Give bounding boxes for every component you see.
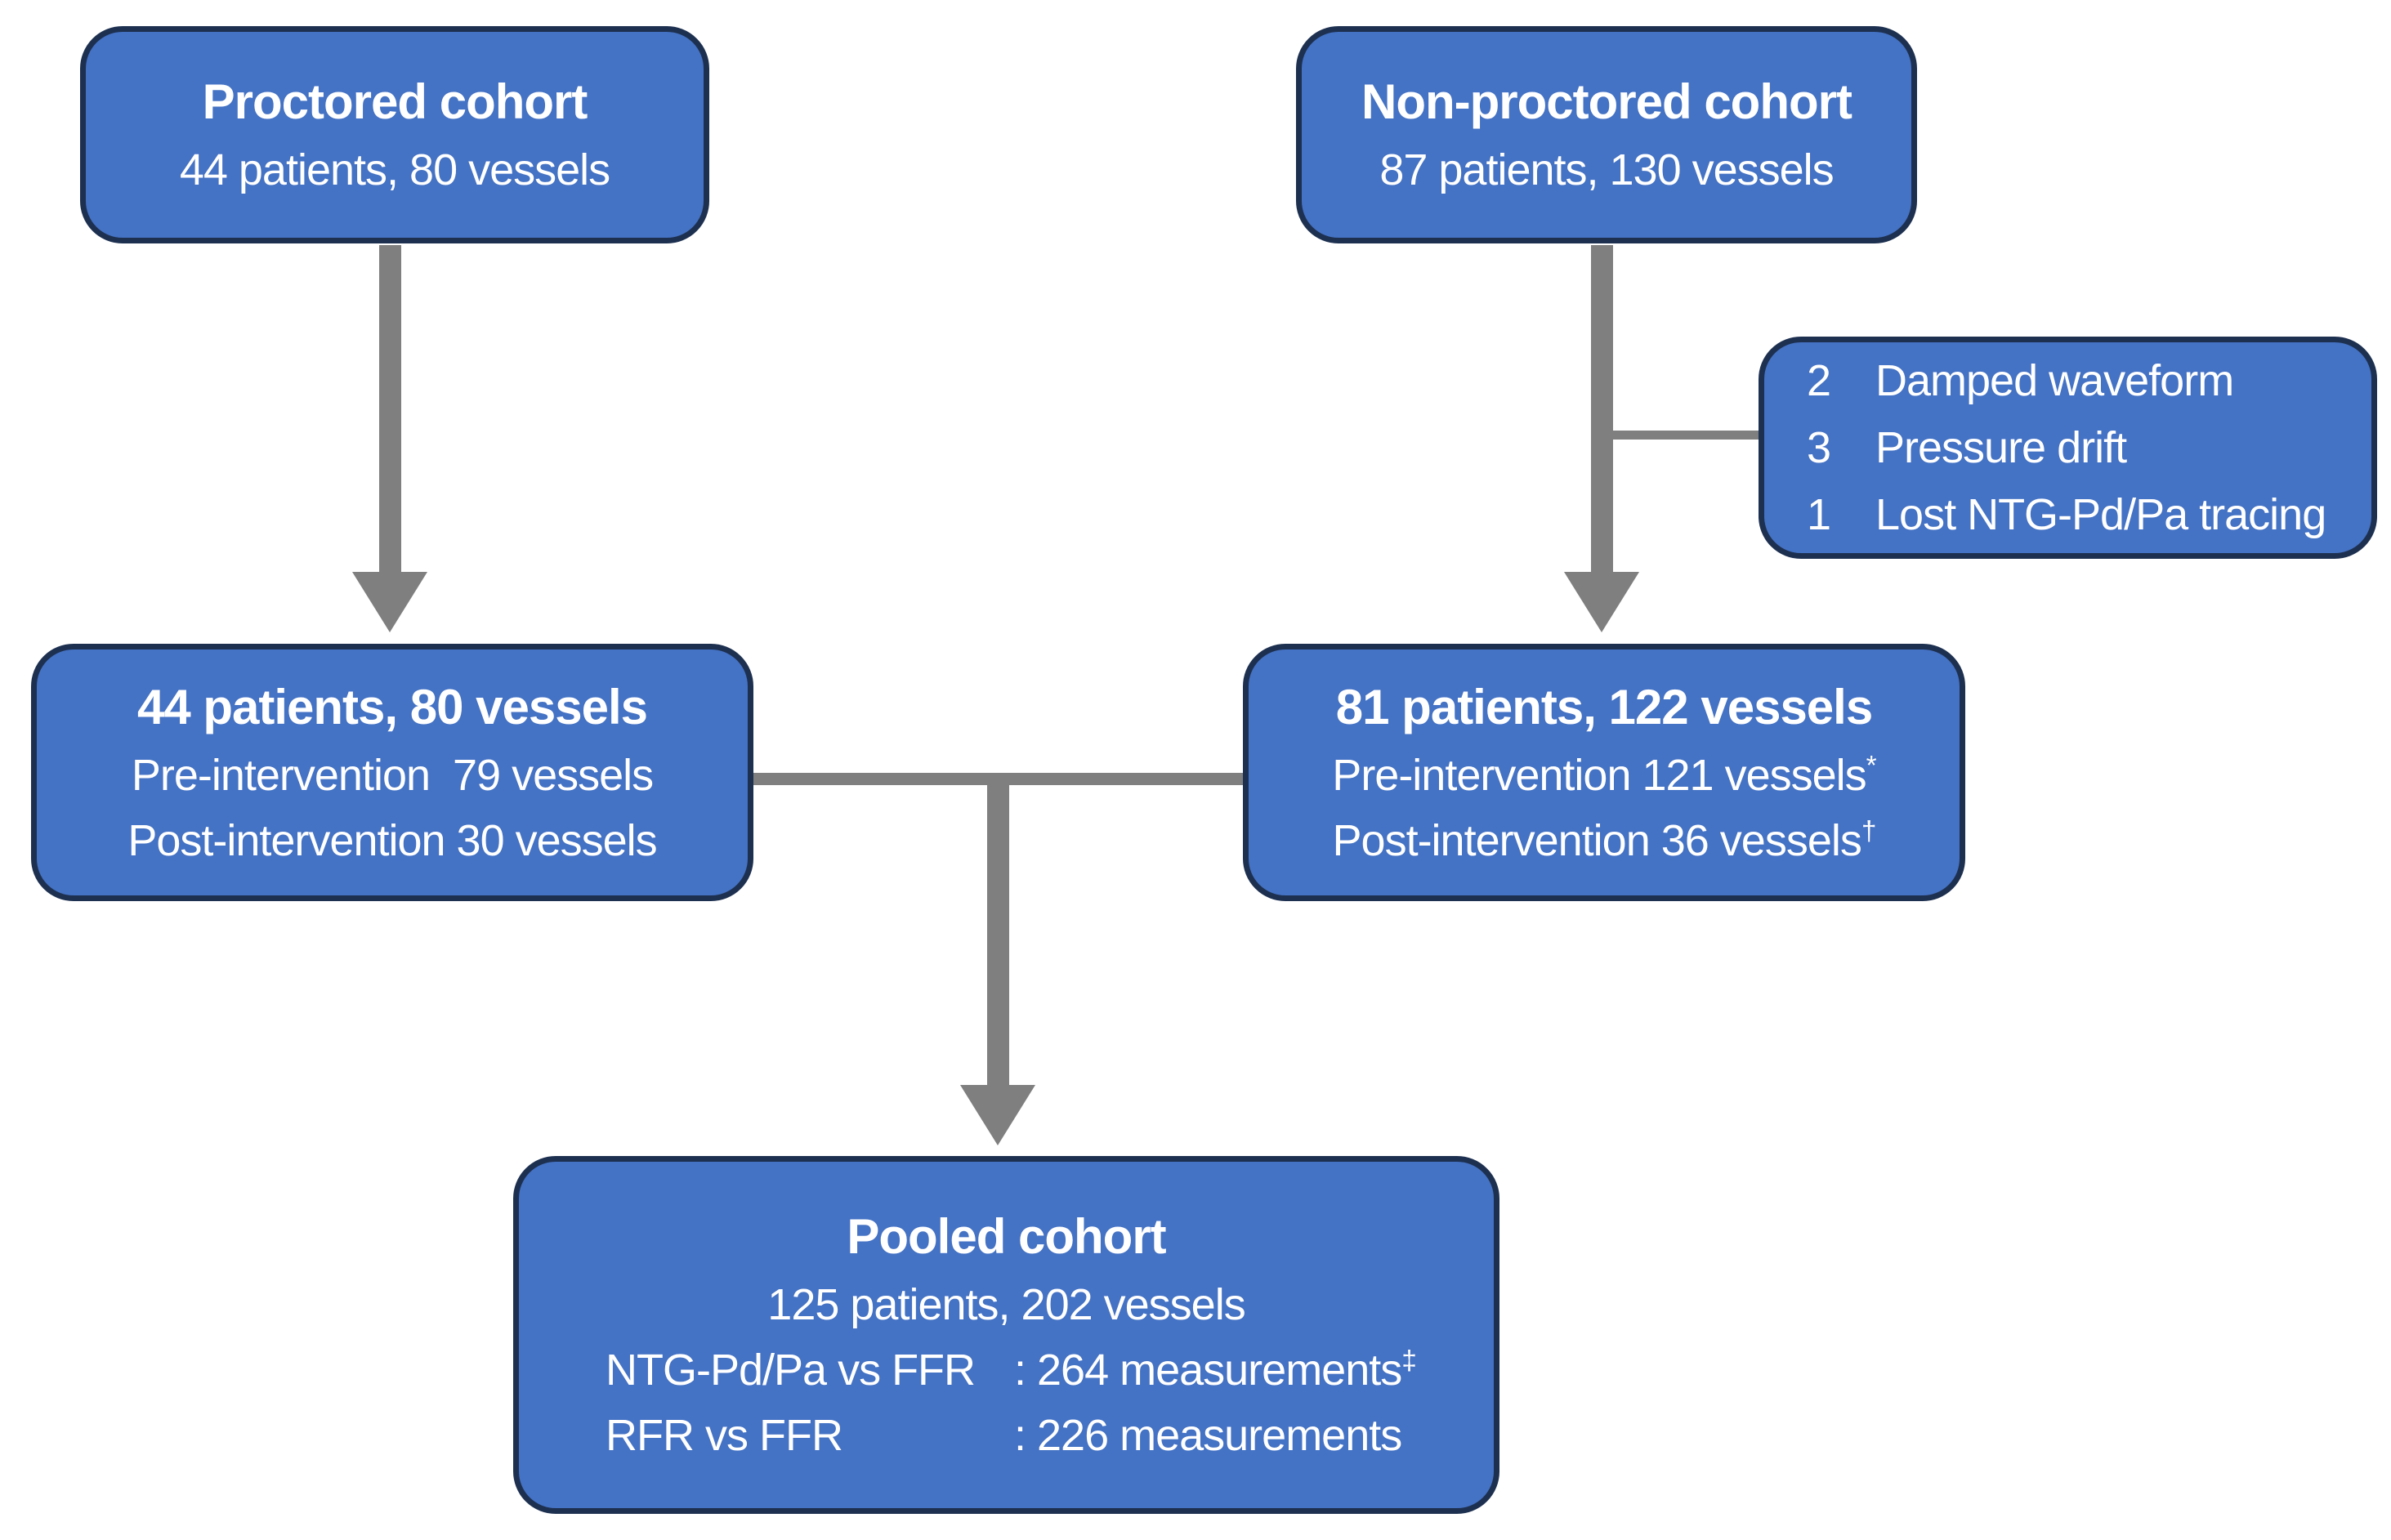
exclusion-count: 1 <box>1807 490 1831 539</box>
exclusions-list: 2 Damped waveform 3 Pressure drift 1 Los… <box>1764 347 2371 548</box>
measurement-label: RFR vs FFR <box>606 1411 843 1460</box>
exclusion-label: Lost NTG-Pd/Pa tracing <box>1875 490 2326 539</box>
row-footnote-mark: * <box>1866 750 1877 781</box>
box-pooled-cohort: Pooled cohort 125 patients, 202 vessels … <box>513 1156 1499 1514</box>
pooled-measurement-row: RFR vs FFR : 226 measurements <box>606 1403 1407 1468</box>
exclusion-row: 2 Damped waveform <box>1807 347 2234 414</box>
box-proctored-analyzed: 44 patients, 80 vessels Pre-intervention… <box>31 644 753 901</box>
pooled-cohort-title: Pooled cohort <box>847 1209 1166 1264</box>
box-non-proctored-cohort: Non-proctored cohort 87 patients, 130 ve… <box>1296 26 1917 243</box>
exclusion-label: Damped waveform <box>1875 356 2234 405</box>
non-proctored-down-arrow-shaft <box>1591 245 1613 574</box>
non-proctored-cohort-subtitle: 87 patients, 130 vessels <box>1379 145 1834 194</box>
non-proctored-cohort-title: Non-proctored cohort <box>1361 74 1852 129</box>
non-proctored-analyzed-row: Pre-intervention 121 vessels* <box>1332 743 1877 808</box>
row-text: Pre-intervention 121 vessels <box>1332 750 1866 800</box>
pooled-measurement-row: NTG-Pd/Pa vs FFR : 264 measurements‡ <box>606 1337 1417 1403</box>
proctored-analyzed-row: Post-intervention 30 vessels <box>127 808 657 873</box>
measurement-value-text: : 264 measurements <box>1014 1346 1402 1395</box>
exclusion-label: Pressure drift <box>1875 423 2127 472</box>
pooled-down-arrow-shaft <box>987 773 1009 1087</box>
proctored-analyzed-title: 44 patients, 80 vessels <box>136 679 648 734</box>
non-proctored-down-arrow-head-icon <box>1564 572 1639 632</box>
non-proctored-analyzed-row: Post-intervention 36 vessels† <box>1332 808 1877 873</box>
box-proctored-cohort: Proctored cohort 44 patients, 80 vessels <box>80 26 709 243</box>
measurement-value-text: : 226 measurements <box>1014 1411 1402 1460</box>
pooled-cohort-subtitle: 125 patients, 202 vessels <box>767 1280 1245 1329</box>
exclusions-branch-line <box>1602 431 1759 440</box>
pooled-down-arrow-head-icon <box>960 1085 1035 1145</box>
proctored-analyzed-row: Pre-intervention 79 vessels <box>131 743 654 808</box>
exclusion-row: 1 Lost NTG-Pd/Pa tracing <box>1807 481 2326 548</box>
proctored-down-arrow-shaft <box>379 245 401 574</box>
pooled-measurement-rows: NTG-Pd/Pa vs FFR : 264 measurements‡ RFR… <box>519 1337 1494 1468</box>
exclusion-count: 2 <box>1807 356 1831 405</box>
proctored-cohort-title: Proctored cohort <box>202 74 588 129</box>
box-exclusions: 2 Damped waveform 3 Pressure drift 1 Los… <box>1759 337 2377 559</box>
row-text: Post-intervention 36 vessels <box>1332 815 1862 865</box>
exclusion-row: 3 Pressure drift <box>1807 414 2127 481</box>
box-non-proctored-analyzed: 81 patients, 122 vessels Pre-interventio… <box>1243 644 1965 901</box>
measurement-footnote-mark: ‡ <box>1401 1346 1417 1376</box>
row-text: Post-intervention 30 vessels <box>127 815 657 865</box>
proctored-down-arrow-head-icon <box>352 572 427 632</box>
measurement-value: : 264 measurements‡ <box>1014 1337 1417 1403</box>
proctored-cohort-subtitle: 44 patients, 80 vessels <box>179 145 610 194</box>
row-footnote-mark: † <box>1861 815 1877 846</box>
exclusion-count: 3 <box>1807 423 1831 472</box>
row-text: Pre-intervention 79 vessels <box>131 750 654 800</box>
measurement-label: NTG-Pd/Pa vs FFR <box>606 1346 976 1395</box>
non-proctored-analyzed-title: 81 patients, 122 vessels <box>1335 679 1873 734</box>
measurement-value: : 226 measurements <box>1014 1403 1407 1468</box>
